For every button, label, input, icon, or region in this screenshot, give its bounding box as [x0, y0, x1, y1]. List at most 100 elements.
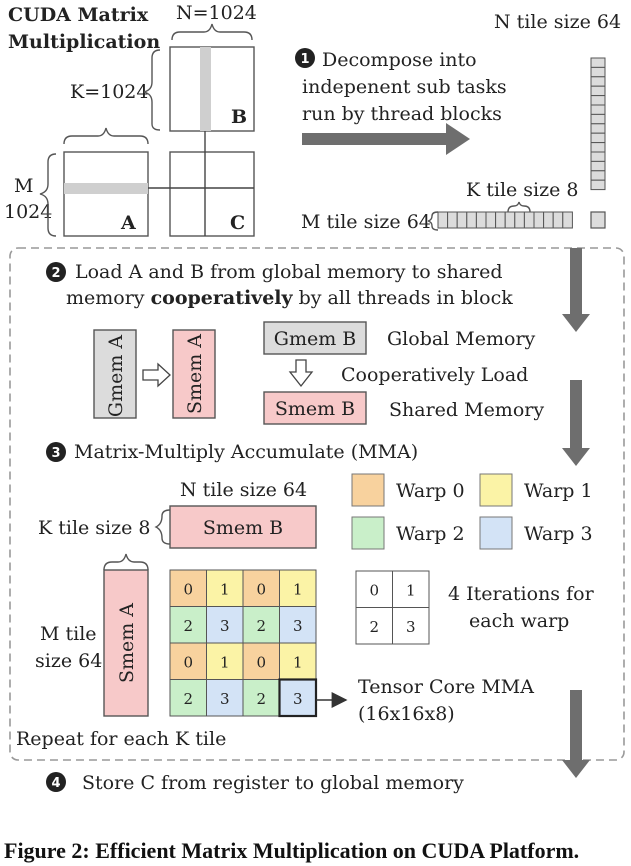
mma-smem-b-box [169, 505, 317, 549]
m-tile-cell [543, 211, 554, 229]
warp-tile-number: 0 [256, 580, 266, 598]
iteration-cell [355, 570, 393, 608]
tensor-core-label-2: (16x16x8) [358, 703, 455, 725]
n-tile-cell [590, 104, 606, 115]
mma-m-tile-label-1: M tile [40, 623, 97, 645]
k-tile-label: K tile size 8 [466, 179, 579, 201]
gmem-b-box [263, 321, 367, 355]
warp-tile-number: 2 [256, 617, 266, 635]
step2-badge [46, 262, 66, 282]
decompose-arrow [302, 123, 470, 155]
mma-k-tile-label: K tile size 8 [38, 517, 151, 539]
iterations-label-2: each warp [469, 610, 569, 632]
smem-b-label: Smem B [275, 398, 355, 420]
m-tile-cell [523, 211, 535, 229]
step2-text-line1: Load A and B from global memory to share… [75, 261, 503, 283]
n-size-label: N=1024 [176, 2, 257, 24]
warp-tile-cell [242, 606, 280, 644]
warp-tile-number: 2 [183, 690, 193, 708]
diagram-title-line2: Multiplication [8, 31, 160, 53]
m-tile-cell [533, 211, 545, 229]
mma-k-brace [154, 509, 171, 545]
matrix-a-row-strip [64, 183, 148, 194]
mma-smem-a-brace [103, 553, 149, 571]
n-tile-cell [590, 57, 606, 68]
flow-arrow-1 [562, 248, 590, 332]
warp-tile-number: 3 [220, 690, 230, 708]
warp-tile-cell [279, 606, 317, 644]
n-tile-cell [590, 170, 606, 181]
warp-tile-number: 1 [220, 653, 230, 671]
warp-tile-cell [206, 679, 244, 717]
iteration-number: 0 [369, 581, 379, 599]
global-memory-label: Global Memory [387, 328, 536, 350]
step1-text-line3: run by thread blocks [302, 103, 502, 125]
smem-b-box [263, 391, 367, 425]
step1-text-line2: indepenent sub tasks [302, 76, 507, 98]
gmem-a-box [93, 329, 137, 419]
matrix-b-column-strip [200, 47, 211, 131]
iterations-label-1: 4 Iterations for [448, 583, 595, 605]
mma-m-tile-label-2: size 64 [35, 650, 102, 672]
warp-tile-cell [279, 569, 317, 607]
iteration-number: 3 [406, 618, 416, 636]
iteration-number: 1 [406, 581, 416, 599]
flow-arrow-3 [562, 690, 590, 778]
warp-legend-label: Warp 3 [524, 523, 593, 545]
warp-tile-cell [242, 569, 280, 607]
m-brace [39, 153, 57, 237]
warp-tile-number: 3 [293, 690, 303, 708]
warp-tile-number: 1 [220, 580, 230, 598]
step1-number: 1 [300, 52, 309, 67]
warp-legend-label: Warp 1 [524, 480, 593, 502]
m-tile-row [437, 211, 573, 229]
step3-number: 3 [51, 446, 60, 461]
step4-number: 4 [51, 776, 60, 791]
gmem-a-label: Gmem A [105, 335, 127, 417]
mma-smem-a-box [103, 569, 149, 717]
n-tile-cell [590, 95, 606, 106]
matrix-c [169, 151, 255, 237]
iteration-cell [355, 607, 393, 645]
thread-block-region [9, 247, 625, 761]
warp-tile-number: 1 [293, 580, 303, 598]
smem-a-label: Smem A [184, 334, 206, 414]
iteration-cell [392, 607, 430, 645]
warp-tile-cell [169, 679, 207, 717]
n-tile-cell [590, 76, 606, 87]
n-tile-cell [590, 160, 606, 172]
shared-memory-label: Shared Memory [389, 399, 544, 421]
warp-legend-swatch [351, 473, 385, 507]
m-tile-label: M tile size 64 [301, 211, 431, 233]
m-tile-cell [437, 211, 449, 229]
step3-title: Matrix-Multiply Accumulate (MMA) [74, 441, 418, 463]
warp-tile-number: 2 [256, 690, 266, 708]
n-tile-cell [590, 179, 606, 191]
n-tile-cell [590, 85, 606, 97]
mma-smem-a-label: Smem A [116, 603, 138, 683]
n-brace [171, 23, 253, 41]
repeat-label: Repeat for each K tile [16, 728, 226, 750]
k-brace [143, 49, 161, 131]
m-tile-cell [447, 211, 458, 229]
matrix-c-label: C [230, 212, 245, 234]
m-tile-cell [552, 211, 564, 229]
n-tile-cell [590, 132, 606, 144]
n-tile-cell [590, 66, 606, 78]
cooperatively-load-label: Cooperatively Load [341, 364, 528, 386]
m-size-label-2: 1024 [4, 201, 52, 223]
matrix-a-label: A [120, 212, 136, 234]
warp-tile-cell [279, 642, 317, 680]
figure-caption: Figure 2: Efficient Matrix Multiplicatio… [4, 838, 579, 863]
warp-tile-number: 0 [183, 653, 193, 671]
warp-tile-cell [206, 569, 244, 607]
warp-legend-swatch [351, 516, 385, 550]
n-tile-column [590, 57, 606, 191]
m-tile-cell [562, 211, 573, 229]
n-tile-cell [590, 151, 606, 162]
warp-legend-label: Warp 0 [396, 480, 465, 502]
warp-tile-number: 1 [293, 653, 303, 671]
smem-a-box [172, 329, 216, 419]
